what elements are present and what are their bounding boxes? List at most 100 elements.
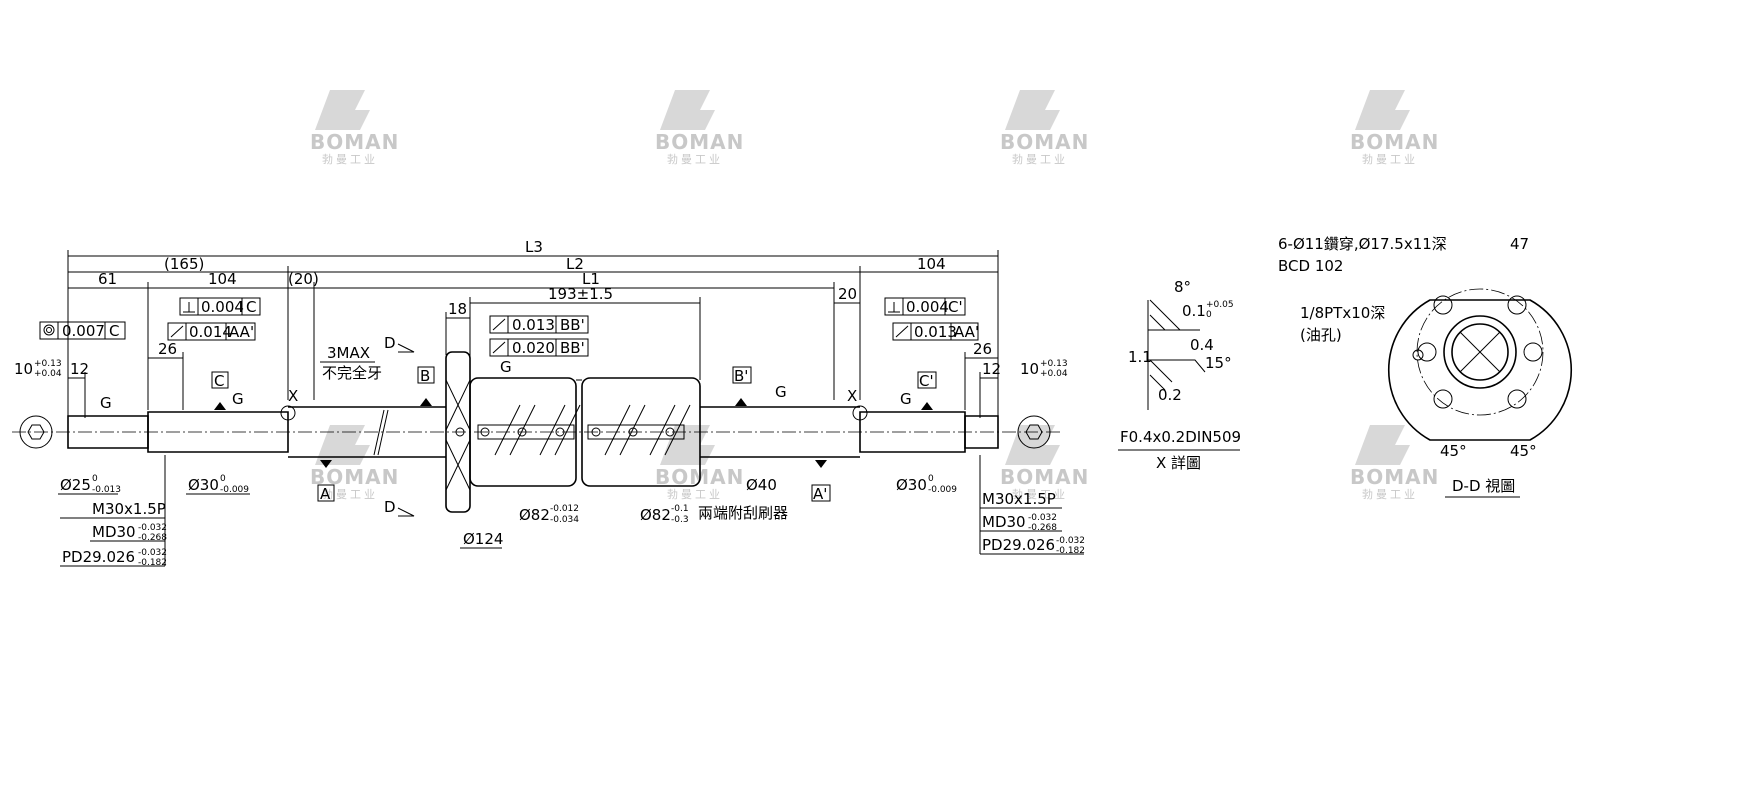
pd-right: PD29.026 [982, 536, 1055, 554]
datum-A: A [320, 485, 331, 503]
dia82-b: Ø82 [640, 506, 671, 524]
gdt-runout-left: 0.014 AA' [167, 322, 256, 341]
watermark-brand: BOMAN [655, 130, 744, 154]
pd-left: PD29.026 [62, 548, 135, 566]
hex-socket-icon [1025, 424, 1043, 440]
detail-x-spec: F0.4x0.2DIN509 [1120, 428, 1241, 446]
shaft-thread-left [288, 406, 446, 458]
bolt-hole [1507, 389, 1527, 409]
screw-icon [591, 427, 601, 437]
break-line [373, 409, 385, 456]
gdt-value: 0.013 [914, 323, 957, 341]
gdt-frames: 0.007 C 0.004 C 0.014 AA' 0.004 C' [39, 297, 979, 357]
section-d-bottom: D [384, 498, 396, 516]
label-x-right: X [847, 387, 857, 405]
gdt-runout-nut-2: 0.020 BB' [489, 338, 589, 357]
svg-text:+0.13: +0.13 [34, 359, 62, 369]
watermark-logo: BOMAN 勃曼工业 [1350, 90, 1439, 166]
watermark-subtitle: 勃曼工业 [1012, 153, 1068, 166]
watermark-logo: BOMAN 勃曼工业 [655, 90, 744, 166]
oil-hole-icon [455, 427, 465, 437]
ball-nut [445, 351, 701, 513]
screw-icon [665, 427, 675, 437]
hole-spec: 6-Ø11鑽穿,Ø17.5x11深 [1278, 235, 1447, 253]
v11: 1.1 [1128, 348, 1152, 366]
datum-C-prime: C' [919, 372, 934, 390]
gdt-datum: BB' [560, 316, 585, 334]
dim-20b: 20 [838, 285, 857, 303]
dia40: Ø40 [746, 476, 777, 494]
svg-text:0: 0 [92, 474, 98, 484]
dim-12b: 12 [982, 360, 1001, 378]
watermark-brand: BOMAN [1000, 130, 1089, 154]
md-left: MD30 [92, 523, 136, 541]
detail-x-title: X 詳圖 [1156, 454, 1201, 472]
svg-text:-0.013: -0.013 [92, 485, 121, 495]
plate-2 [587, 424, 685, 440]
grind-mark: G [775, 383, 787, 401]
svg-text:-0.012: -0.012 [550, 504, 579, 514]
angle-45b: 45° [1510, 442, 1537, 460]
dim-47: 47 [1510, 235, 1529, 253]
gdt-value: 0.004 [906, 298, 949, 316]
dim-26a: 26 [158, 340, 177, 358]
bolt-hole [1417, 342, 1437, 362]
bolt-hole [1433, 389, 1453, 409]
watermark-brand: BOMAN [1350, 130, 1439, 154]
svg-text:-0.3: -0.3 [671, 515, 689, 525]
bore-outer [1443, 315, 1517, 389]
label-incomplete: 不完全牙 [322, 364, 382, 382]
datum-A-prime: A' [813, 485, 827, 503]
svg-text:-0.182: -0.182 [138, 558, 167, 568]
dia30-left: Ø30 [188, 476, 219, 494]
end-view-left [19, 415, 53, 449]
datum-B-prime: B' [734, 367, 748, 385]
bolt-hole [1507, 295, 1527, 315]
gdt-runout-right: 0.013 AA' [892, 322, 979, 341]
svg-text:-0.032: -0.032 [1028, 513, 1057, 523]
watermark-logo: BOMAN 勃曼工业 [655, 425, 744, 501]
watermark-brand: BOMAN [310, 130, 399, 154]
nut-body-2 [581, 377, 701, 487]
watermark-subtitle: 勃曼工业 [1012, 488, 1068, 501]
dim-193: 193±1.5 [548, 285, 613, 303]
gdt-datum: BB' [560, 339, 585, 357]
dim-18: 18 [448, 300, 467, 318]
gdt-value: 0.013 [512, 316, 555, 334]
svg-text:-0.009: -0.009 [220, 485, 249, 495]
svg-text:-0.034: -0.034 [550, 515, 579, 525]
svg-text:-0.182: -0.182 [1056, 546, 1085, 556]
dim-L2: L2 [566, 255, 584, 273]
svg-text:+0.05: +0.05 [1206, 300, 1234, 310]
svg-text:-0.268: -0.268 [1028, 523, 1057, 533]
dia82-a: Ø82 [519, 506, 550, 524]
bore-inner [1451, 323, 1509, 381]
gdt-value: 0.004 [201, 298, 244, 316]
view-d-d: 6-Ø11鑽穿,Ø17.5x11深 BCD 102 47 1/8PTx10深 (… [1278, 235, 1572, 498]
grind-mark: G [500, 358, 512, 376]
gdt-value: 0.014 [189, 323, 232, 341]
dim-104b: 104 [917, 255, 946, 273]
extension-lines [67, 250, 999, 430]
dim-L1: L1 [582, 270, 600, 288]
screw-icon [628, 427, 638, 437]
flange-hatch [445, 379, 471, 491]
gdt-datum: C' [948, 298, 963, 316]
shaft-bearing-left [147, 411, 289, 453]
gdt-datum: AA' [954, 323, 979, 341]
watermark-subtitle: 勃曼工业 [1362, 153, 1418, 166]
svg-text:-0.268: -0.268 [138, 533, 167, 543]
bolt-hole [1523, 342, 1543, 362]
grind-mark: G [100, 394, 112, 412]
svg-text:-0.009: -0.009 [928, 485, 957, 495]
svg-text:0: 0 [220, 474, 226, 484]
dim-26b: 26 [973, 340, 992, 358]
overall-dimensions: L3 (165) L2 104 61 104 (20) L1 193±1.5 2… [67, 238, 1001, 430]
lower-callouts: 3MAX 不完全牙 Ø25 0-0.013 Ø30 0-0.009 M30x1.… [14, 344, 1085, 568]
dim-12a: 12 [70, 360, 89, 378]
watermark-brand: BOMAN [655, 465, 744, 489]
gdt-value: 0.020 [512, 339, 555, 357]
svg-text:-0.032: -0.032 [138, 548, 167, 558]
svg-text:-0.032: -0.032 [138, 523, 167, 533]
